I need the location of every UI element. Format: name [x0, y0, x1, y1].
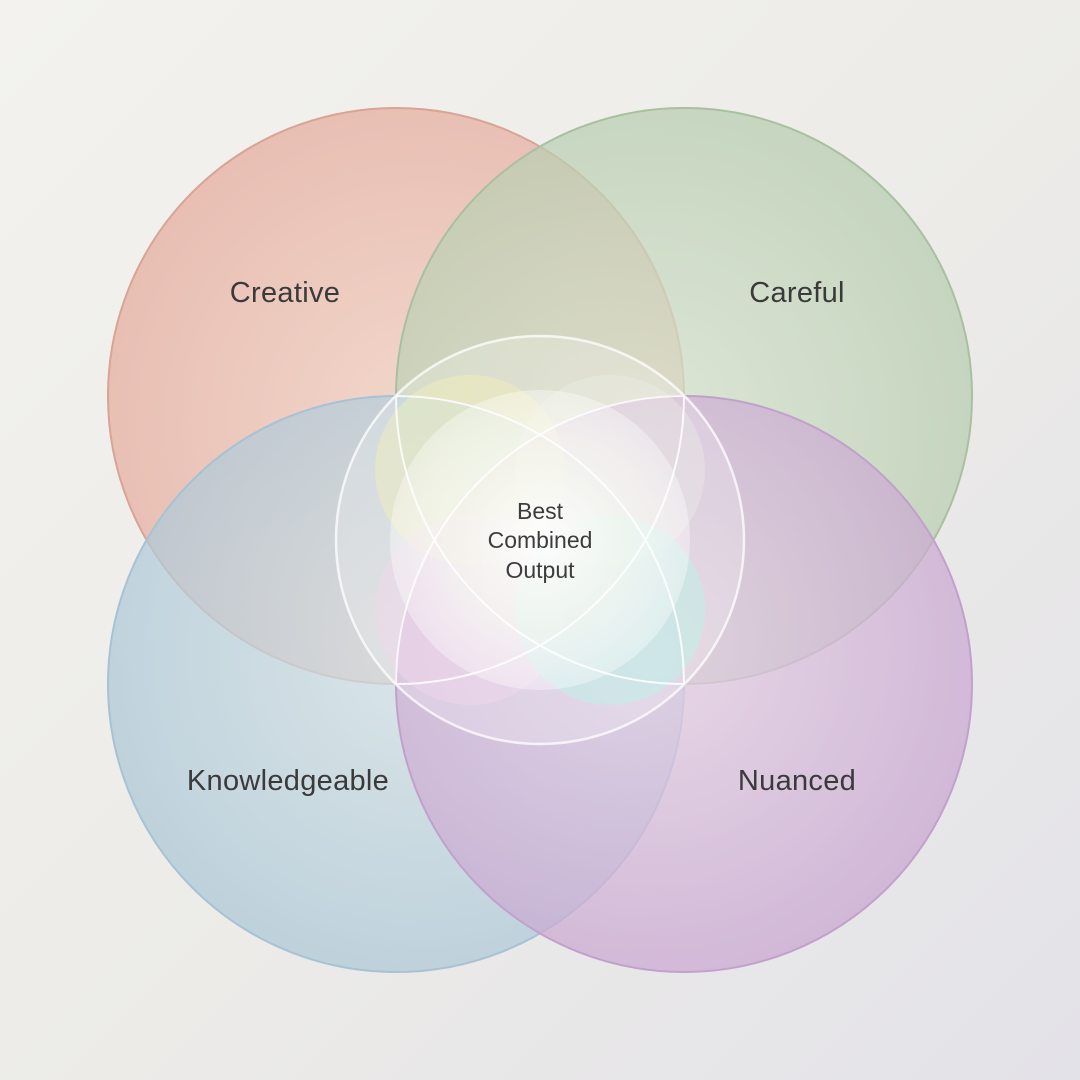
- label-knowledgeable: Knowledgeable: [187, 765, 389, 797]
- lens-outlines: [395, 395, 685, 685]
- center-ring: [334, 334, 746, 746]
- center-label-line-1: Best: [517, 498, 564, 524]
- center-label: Best Combined Output: [488, 498, 593, 583]
- center-label-line-2: Combined: [488, 527, 593, 553]
- center-label-line-3: Output: [505, 557, 575, 583]
- core-glow: [390, 390, 690, 690]
- label-nuanced: Nuanced: [738, 765, 856, 797]
- label-creative: Creative: [230, 277, 340, 309]
- label-careful: Careful: [749, 277, 845, 309]
